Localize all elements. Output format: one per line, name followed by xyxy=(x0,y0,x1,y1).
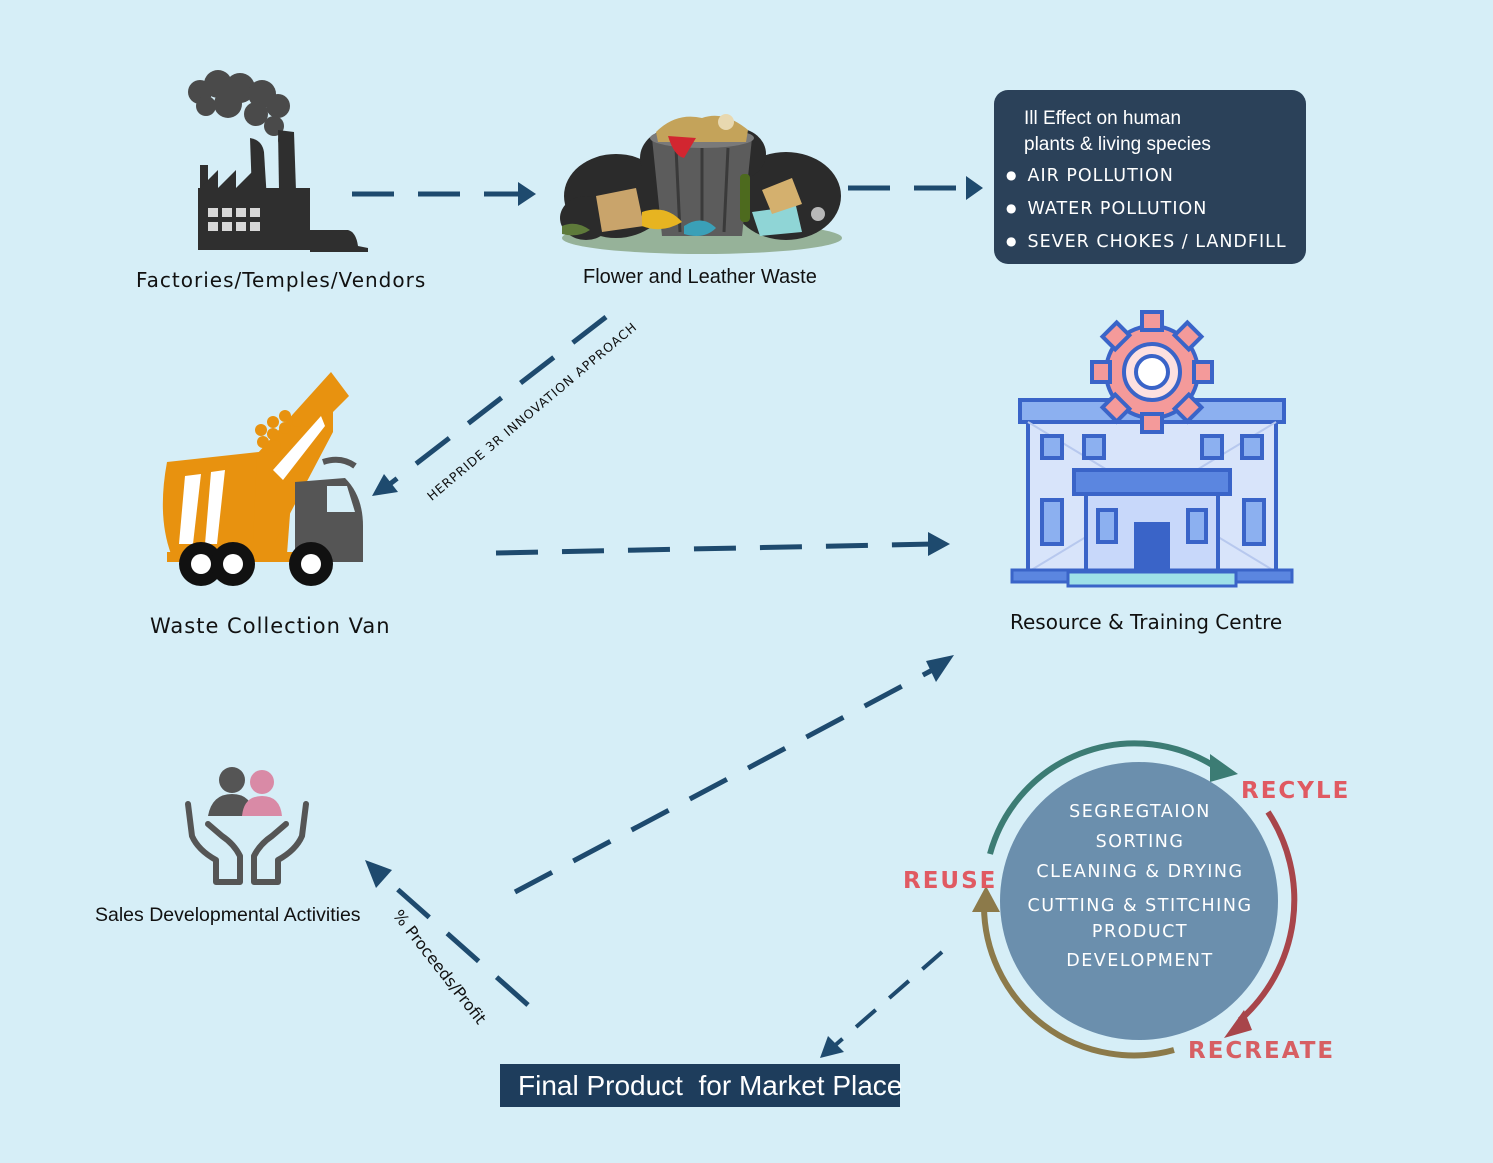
arrowhead-5 xyxy=(926,655,954,682)
process-step: CUTTING & STITCHING xyxy=(1027,896,1253,916)
arrow-final-to-centre xyxy=(513,664,940,895)
cycle-arrows xyxy=(972,740,1298,1059)
recycle-label: RECYLE xyxy=(1241,778,1351,804)
people-hands-icon xyxy=(185,767,309,885)
training-centre-building-icon xyxy=(1010,310,1294,588)
recreate-label: RECREATE xyxy=(1188,1038,1336,1064)
process-step: SORTING xyxy=(1095,832,1185,852)
arrow-waste-to-van xyxy=(384,315,608,489)
garbage-truck-icon xyxy=(162,372,363,586)
arrow-final-to-sales xyxy=(376,870,530,1007)
ill-effects-box: Ill Effect on human plants & living spec… xyxy=(994,90,1306,264)
effects-heading-line1: Ill Effect on human xyxy=(1024,108,1182,129)
arrowhead-3 xyxy=(372,474,398,496)
garbage-pile-icon xyxy=(560,114,842,254)
reuse-label: REUSE xyxy=(903,868,998,894)
process-step: CLEANING & DRYING xyxy=(1036,862,1244,882)
process-step: DEVELOPMENT xyxy=(1066,951,1214,971)
van-label: Waste Collection Van xyxy=(150,614,391,638)
arrowhead-6 xyxy=(365,860,392,888)
effect-item: WATER POLLUTION xyxy=(1006,193,1306,226)
arrowhead-2 xyxy=(966,176,983,200)
process-step: PRODUCT xyxy=(1091,922,1189,942)
waste-label: Flower and Leather Waste xyxy=(583,266,817,288)
effects-heading-line2: plants & living species xyxy=(1024,134,1211,155)
process-step: SEGREGTAION xyxy=(1069,802,1211,822)
effect-item: SEVER CHOKES / LANDFILL xyxy=(1006,226,1306,259)
process-steps: SEGREGTAION SORTING CLEANING & DRYING CU… xyxy=(1000,797,1280,977)
process-circle xyxy=(1000,762,1278,1040)
effect-item: AIR POLLUTION xyxy=(1006,160,1306,193)
factory-icon xyxy=(188,70,368,252)
arrowhead-4 xyxy=(928,532,950,556)
arrow-van-to-centre xyxy=(495,541,935,556)
arrowhead-7 xyxy=(820,1036,844,1058)
arrowhead-1 xyxy=(518,182,536,206)
factories-label: Factories/Temples/Vendors xyxy=(136,268,427,292)
sales-label: Sales Developmental Activities xyxy=(95,904,361,926)
final-product-box: Final Product for Market Place xyxy=(500,1064,902,1107)
centre-label: Resource & Training Centre xyxy=(1010,610,1283,634)
arrow-cycle-to-final xyxy=(830,950,944,1050)
